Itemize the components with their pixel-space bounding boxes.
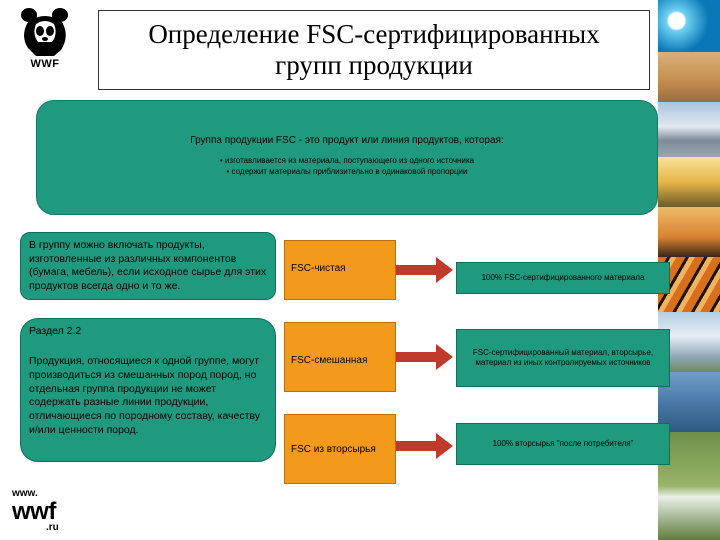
definition-bullet-2: • содержит материалы приблизительно в од… xyxy=(37,167,657,176)
section-2-2-box: Раздел 2.2 Продукция, относящиеся к одно… xyxy=(20,318,276,462)
definition-bullet-1: • изготавливается из материала, поступаю… xyxy=(37,156,657,165)
right-arrow-icon xyxy=(396,256,454,284)
wwf-site-logo: www. wwf .ru xyxy=(12,488,82,536)
description-box-mixed: FSC-сертифицированный материал, вторсырь… xyxy=(456,329,670,387)
category-label: FSC-смешанная xyxy=(291,355,367,366)
section-heading: Раздел 2.2 xyxy=(29,325,81,337)
category-box-pure: FSC-чистая xyxy=(284,240,396,300)
mountain-photo xyxy=(658,102,720,157)
wwf-panda-logo: WWF xyxy=(14,6,76,78)
components-note-text: В группу можно включать продукты, изгото… xyxy=(29,239,273,293)
category-box-recycled: FSC из вторсырья xyxy=(284,414,396,484)
category-label: FSC-чистая xyxy=(291,263,346,274)
sunset-photo xyxy=(658,207,720,257)
section-text: Продукция, относящиеся к одной группе, м… xyxy=(29,355,265,438)
description-box-recycled: 100% вторсырья "после потребителя" xyxy=(456,423,670,465)
animal-photo xyxy=(658,52,720,102)
description-box-pure: 100% FSC-сертифицированного материала xyxy=(456,262,670,294)
definition-heading: Группа продукции FSC - это продукт или л… xyxy=(37,135,657,146)
category-description: 100% FSC-сертифицированного материала xyxy=(482,273,645,283)
right-arrow-icon xyxy=(396,343,454,371)
category-description: 100% вторсырья "после потребителя" xyxy=(493,439,634,449)
panda-icon xyxy=(14,6,76,58)
right-arrow-icon xyxy=(396,432,454,460)
category-box-mixed: FSC-смешанная xyxy=(284,322,396,392)
slide-title: Определение FSC-сертифицированных групп … xyxy=(99,19,649,81)
sun-water-photo xyxy=(658,0,720,52)
category-description: FSC-сертифицированный материал, вторсырь… xyxy=(471,348,655,368)
definition-box: Группа продукции FSC - это продукт или л… xyxy=(36,100,658,215)
logo-text: WWF xyxy=(14,58,76,70)
grass-photo xyxy=(658,157,720,207)
components-note-box: В группу можно включать продукты, изгото… xyxy=(20,232,276,300)
slide-title-box: Определение FSC-сертифицированных групп … xyxy=(98,10,650,90)
logo-ru: .ru xyxy=(46,522,59,533)
category-label: FSC из вторсырья xyxy=(291,444,376,455)
